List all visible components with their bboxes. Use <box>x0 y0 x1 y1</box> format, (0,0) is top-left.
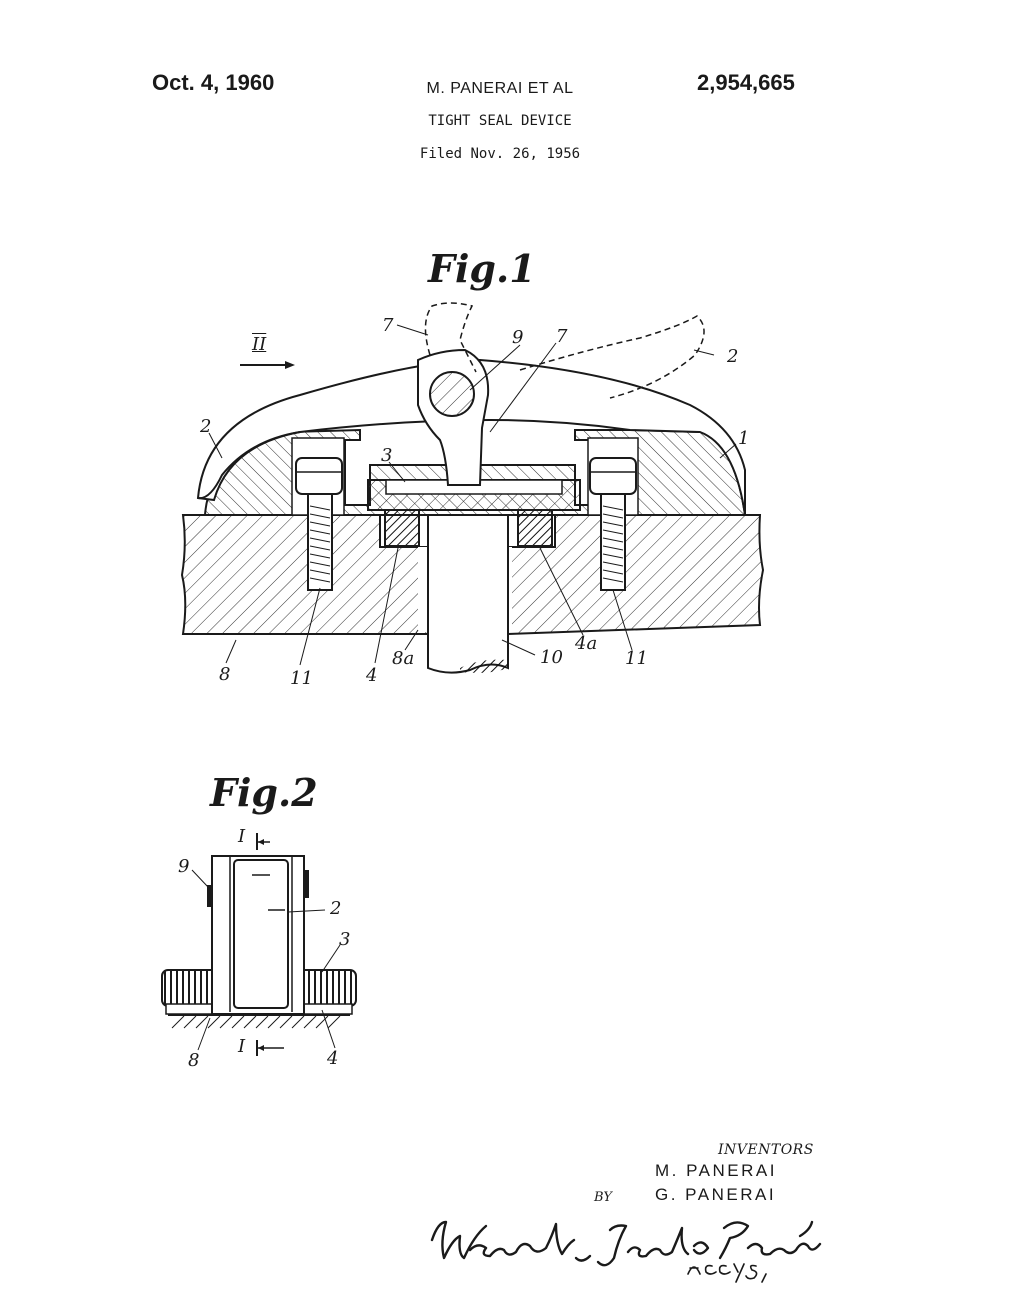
ref-2-left: 2 <box>200 416 212 437</box>
fig2-body <box>211 855 305 1015</box>
ref-11-left: 11 <box>290 668 313 689</box>
inventors-heading: INVENTORS <box>718 1142 814 1158</box>
ref-10: 10 <box>540 647 563 668</box>
patent-number: 2,954,665 <box>697 70 795 95</box>
knurled-cap-3 <box>161 969 357 1007</box>
ref-3: 3 <box>381 445 393 466</box>
ref-4a: 4a <box>575 633 598 654</box>
ref-4: 4 <box>366 665 378 686</box>
leader-lines <box>208 324 737 666</box>
fig2-lever-2 <box>233 859 289 1009</box>
inventor-2-name: G. PANERAI <box>655 1185 777 1204</box>
cam-7-alt-dashed <box>424 302 477 373</box>
figure-1-drawing <box>180 302 765 674</box>
section-marker-i-top: I <box>238 826 246 847</box>
patent-title: TIGHT SEAL DEVICE <box>428 113 572 129</box>
fig2-ref-8: 8 <box>188 1050 200 1071</box>
figure-2-label: Fig.2 <box>210 770 318 815</box>
patent-date: Oct. 4, 1960 <box>152 70 275 95</box>
ref-8: 8 <box>219 664 231 685</box>
filing-date: Filed Nov. 26, 1956 <box>419 146 581 162</box>
fig2-pin-9-left <box>207 885 213 907</box>
screw-11-left <box>295 457 343 591</box>
ref-7-right: 7 <box>556 326 568 347</box>
by-label: BY <box>594 1190 612 1205</box>
ref-11-right: 11 <box>625 648 648 669</box>
fig2-ref-2: 2 <box>330 898 342 919</box>
fig2-pin-9-right <box>303 870 309 898</box>
ref-1: 1 <box>738 428 750 449</box>
pivot-9 <box>429 371 475 417</box>
screw-11-right <box>589 457 637 591</box>
lever-2-alt-dashed <box>519 315 705 399</box>
inventor-1-name: M. PANERAI <box>655 1161 777 1180</box>
section-marker-ii: II <box>252 334 267 355</box>
ref-8a: 8a <box>392 648 415 669</box>
ref-2-right: 2 <box>727 346 739 367</box>
lever-2 <box>196 358 746 516</box>
seal-4 <box>384 509 420 547</box>
inventor-header: M. PANERAI ET AL <box>426 80 574 97</box>
fig2-ref-3: 3 <box>339 929 351 950</box>
seal-4a <box>517 509 553 547</box>
fig2-ref-4: 4 <box>327 1048 339 1069</box>
shaft-10 <box>427 514 509 674</box>
section-marker-i-bottom: I <box>238 1036 246 1057</box>
ref-7-left: 7 <box>382 315 394 336</box>
figure-1-label: Fig.1 <box>428 246 536 291</box>
ref-9: 9 <box>512 327 524 348</box>
fig2-ref-9: 9 <box>178 856 190 877</box>
lever-arm <box>197 431 301 500</box>
